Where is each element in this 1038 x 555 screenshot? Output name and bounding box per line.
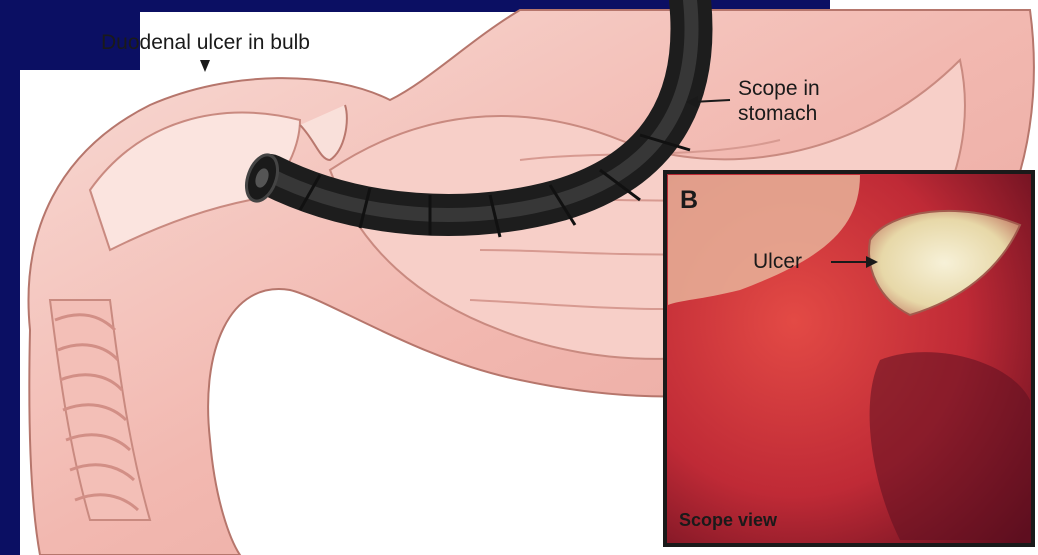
scope-view-inset bbox=[665, 172, 1033, 545]
scope-label-line2: stomach bbox=[738, 101, 878, 126]
duodenal-ulcer-label: Duodenal ulcer in bulb bbox=[101, 30, 310, 55]
scope-label: Scope in stomach bbox=[738, 76, 878, 126]
inset-ulcer-label: Ulcer bbox=[753, 250, 802, 274]
inset-caption: Scope view bbox=[679, 510, 777, 531]
scope-label-line1: Scope in bbox=[738, 76, 878, 101]
inset-letter: B bbox=[680, 186, 698, 215]
